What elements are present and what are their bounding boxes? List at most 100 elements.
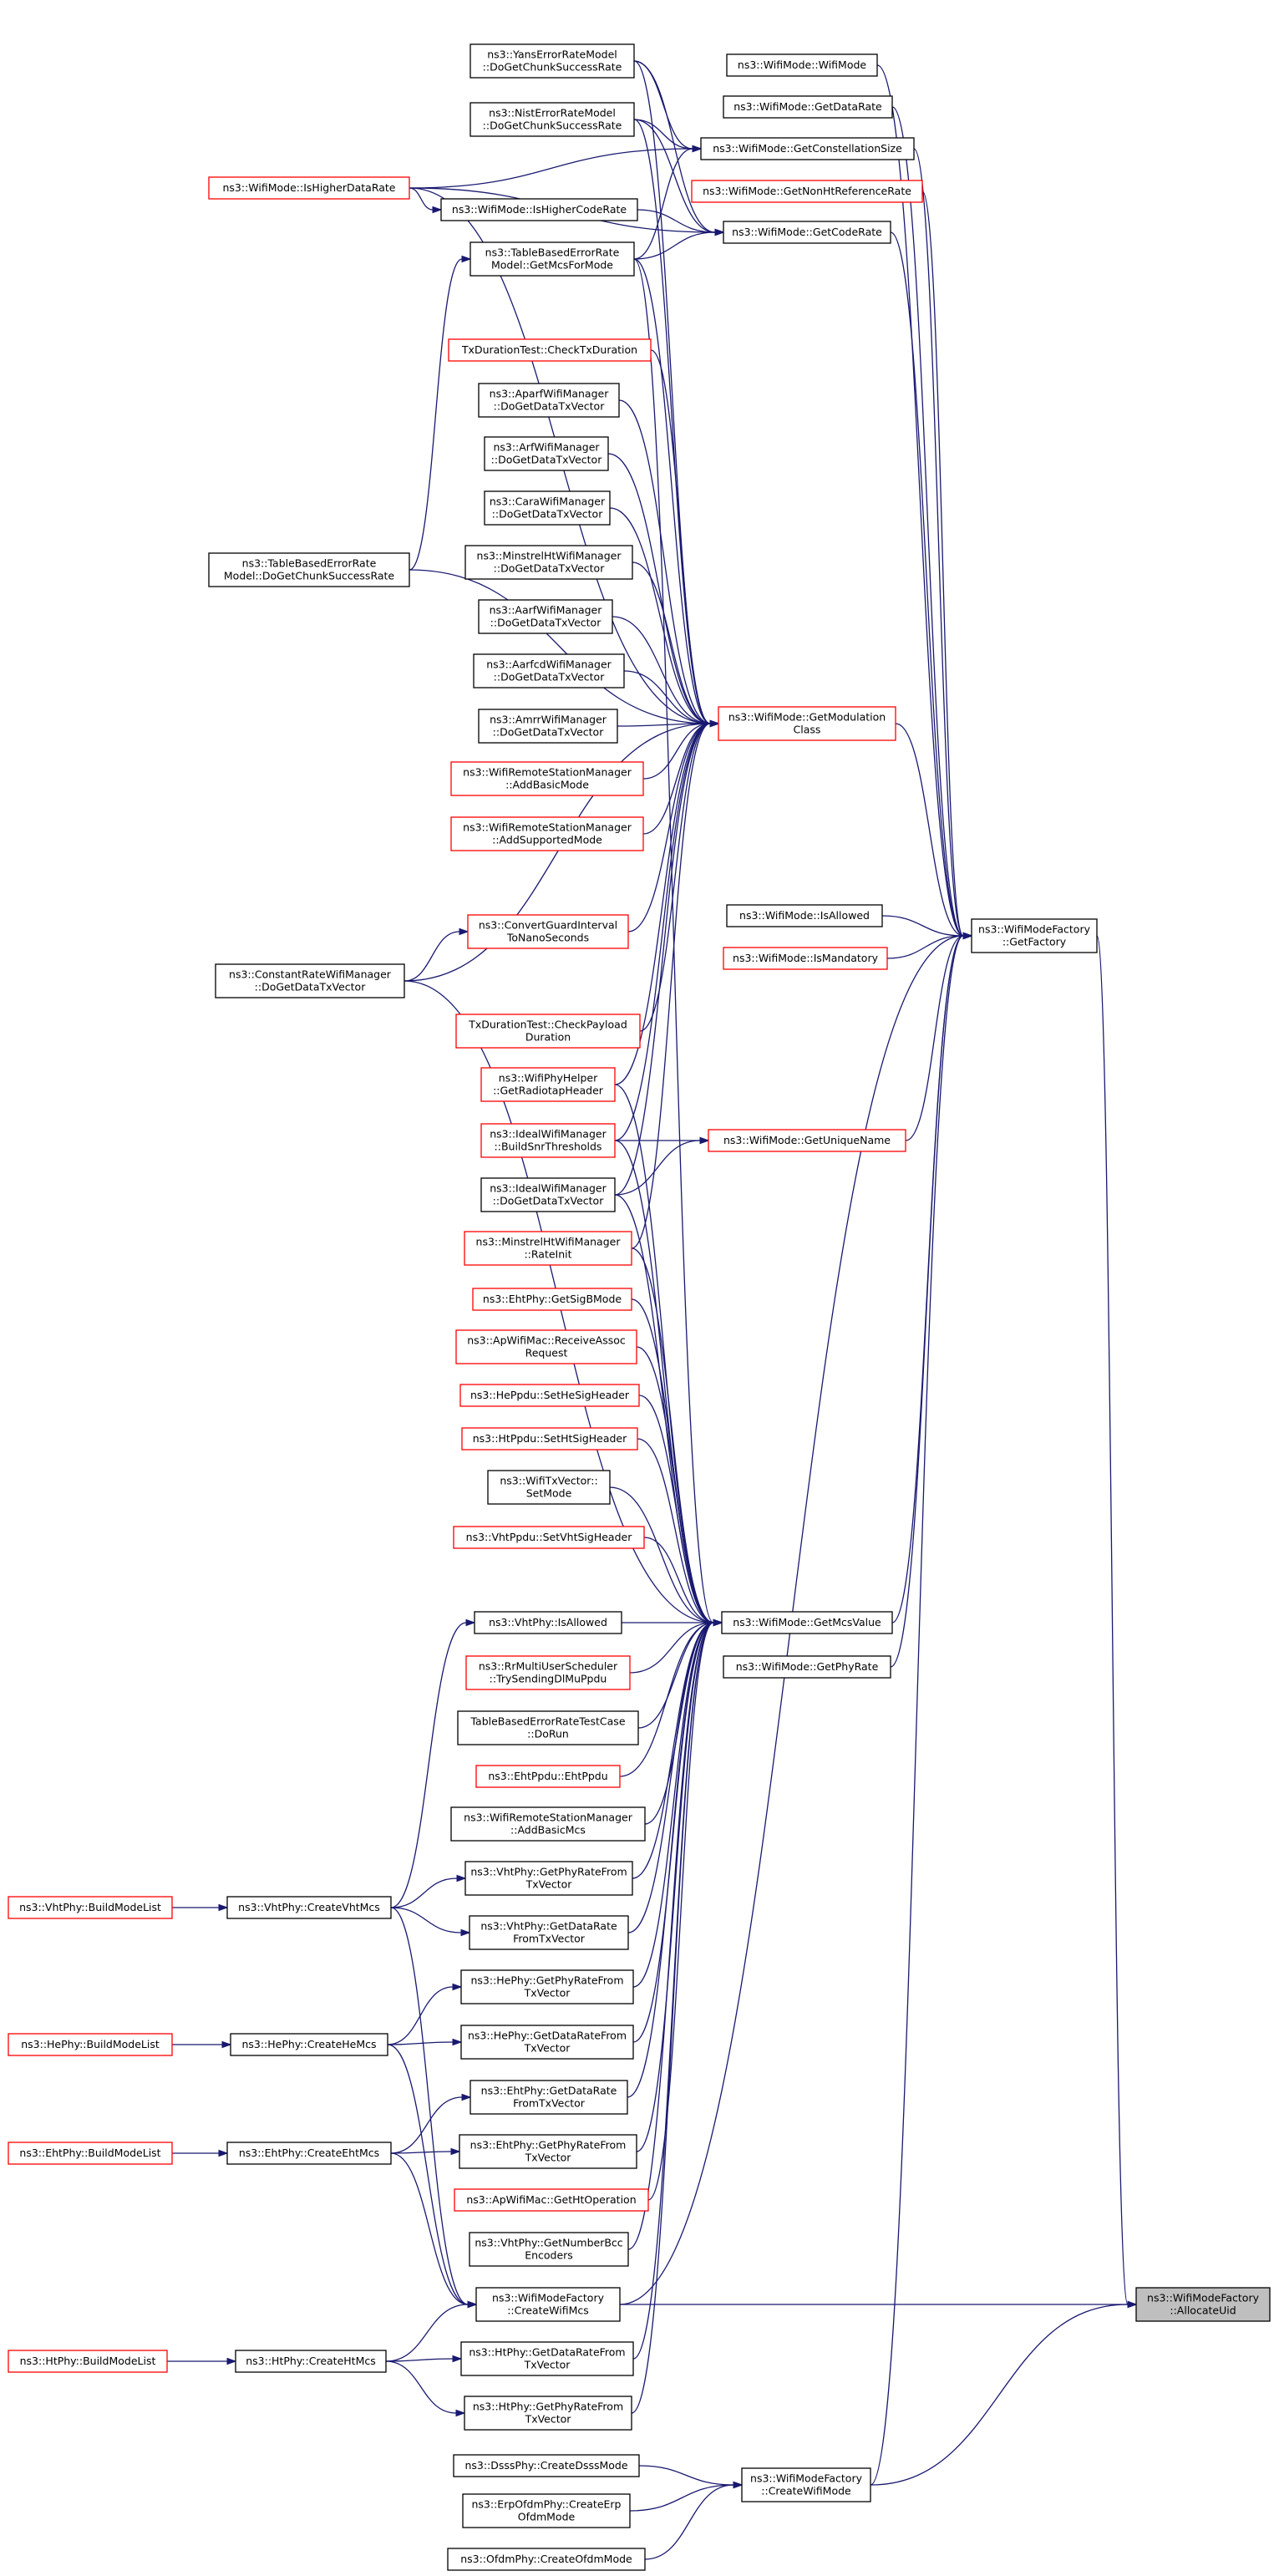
node-label: ::GetRadiotapHeader [493,1085,604,1097]
graph-node-addbasicmode[interactable]: ns3::WifiRemoteStationManager::AddBasicM… [450,761,644,796]
call-edge [632,1618,723,2043]
graph-node-constantrate[interactable]: ns3::ConstantRateWifiManager::DoGetDataT… [215,963,405,998]
graph-node-radiotap[interactable]: ns3::WifiPhyHelper::GetRadiotapHeader [480,1067,616,1102]
graph-node-isallowed[interactable]: ns3::WifiMode::IsAllowed [726,904,883,927]
graph-node-tbtest[interactable]: TableBasedErrorRateTestCase::DoRun [457,1710,639,1745]
call-edge [167,2357,237,2365]
graph-node-apht[interactable]: ns3::ApWifiMac::GetHtOperation [454,2188,649,2212]
node-label: ns3::WifiMode::IsHigherDataRate [223,181,396,194]
graph-node-ofdm[interactable]: ns3::OfdmPhy::CreateOfdmMode [447,2548,646,2571]
graph-node-arf[interactable]: ns3::ArfWifiManager::DoGetDataTxVector [484,436,609,471]
graph-node-vhtisallowed[interactable]: ns3::VhtPhy::IsAllowed [474,1611,622,1634]
graph-node-getphyrate[interactable]: ns3::WifiMode::GetPhyRate [723,1655,891,1679]
node-label: ns3::MinstrelHtWifiManager [476,1236,622,1248]
graph-node-addsupportedmode[interactable]: ns3::WifiRemoteStationManager::AddSuppor… [450,816,644,851]
node-label: ::AddBasicMode [505,779,589,791]
call-edge [390,2152,478,2309]
node-label: ns3::WifiMode::GetNonHtReferenceRate [703,185,911,197]
node-label: ns3::EhtPhy::GetSigBMode [483,1293,622,1305]
graph-node-getdatarate[interactable]: ns3::WifiMode::GetDataRate [723,95,893,119]
node-label: TableBasedErrorRateTestCase [470,1715,625,1728]
call-edge [619,1618,723,1777]
graph-node-hesig[interactable]: ns3::HePpdu::SetHeSigHeader [459,1384,640,1407]
node-label: TxVector [525,2413,572,2426]
graph-node-hebuild[interactable]: ns3::HePhy::BuildModeList [8,2033,173,2056]
graph-node-createwifimcs[interactable]: ns3::WifiModeFactory::CreateWifiMcs [475,2287,621,2322]
graph-node-minstrelht[interactable]: ns3::MinstrelHtWifiManager::DoGetDataTxV… [464,545,633,580]
graph-node-getuniquename[interactable]: ns3::WifiMode::GetUniqueName [708,1129,906,1152]
graph-node-idealsnr[interactable]: ns3::IdealWifiManager::BuildSnrThreshold… [480,1123,616,1158]
graph-node-aarf[interactable]: ns3::AarfWifiManager::DoGetDataTxVector [478,599,613,634]
graph-node-vhtbuild[interactable]: ns3::VhtPhy::BuildModeList [8,1896,173,1919]
graph-node-ehtcreate[interactable]: ns3::EhtPhy::CreateEhtMcs [226,2142,392,2165]
call-edge [633,258,723,1627]
graph-node-idealtx[interactable]: ns3::IdealWifiManager::DoGetDataTxVector [480,1177,616,1212]
graph-node-getmcsvalue[interactable]: ns3::WifiMode::GetMcsValue [721,1611,893,1634]
call-edge [638,2465,744,2489]
graph-node-tbchunk[interactable]: ns3::TableBasedErrorRateModel::DoGetChun… [208,552,410,587]
graph-node-txvsetmode[interactable]: ns3::WifiTxVector::SetMode [487,1470,611,1505]
node-label: ns3::WifiMode::GetPhyRate [736,1660,879,1673]
graph-node-ishigherdatarate[interactable]: ns3::WifiMode::IsHigherDataRate [208,176,410,200]
node-label: ::DoRun [527,1728,569,1740]
graph-node-getfactory[interactable]: ns3::WifiModeFactory::GetFactory [971,918,1098,953]
call-edge [620,2300,1138,2309]
node-label: ns3::OfdmPhy::CreateOfdmMode [460,2553,632,2565]
node-label: FromTxVector [513,2097,586,2110]
node-label: ::AllocateUid [1170,2304,1236,2317]
graph-node-ehtsigb[interactable]: ns3::EhtPhy::GetSigBMode [472,1288,632,1311]
node-label: ns3::VhtPpdu::SetVhtSigHeader [466,1531,633,1543]
graph-node-rrmulti[interactable]: ns3::RrMultiUserScheduler::TrySendingDlM… [465,1655,631,1690]
graph-node-getcoderate[interactable]: ns3::WifiMode::GetCodeRate [723,221,891,244]
graph-node-minstrelinit[interactable]: ns3::MinstrelHtWifiManager::RateInit [464,1231,632,1266]
graph-node-tbgetmcsformode[interactable]: ns3::TableBasedErrorRateModel::GetMcsFor… [470,241,635,277]
graph-node-getnonht[interactable]: ns3::WifiMode::GetNonHtReferenceRate [691,180,923,203]
graph-node-htsig[interactable]: ns3::HtPpdu::SetHtSigHeader [461,1427,638,1451]
call-edge [172,1903,229,1912]
graph-node-ehtppdu[interactable]: ns3::EhtPpdu::EhtPpdu [475,1765,621,1788]
node-label: ns3::HePhy::GetDataRateFrom [468,2030,627,2042]
graph-node-ishighercoderate[interactable]: ns3::WifiMode::IsHigherCodeRate [440,198,638,221]
graph-node-getconst[interactable]: ns3::WifiMode::GetConstellationSize [700,137,915,160]
graph-node-ismandatory[interactable]: ns3::WifiMode::IsMandatory [723,947,888,970]
node-label: ns3::WifiModeFactory [750,2472,863,2485]
graph-node-createwifimode[interactable]: ns3::WifiModeFactory::CreateWifiMode [741,2467,871,2502]
call-edge [644,2481,744,2560]
graph-node-dsss[interactable]: ns3::DsssPhy::CreateDsssMode [453,2454,640,2477]
graph-node-htcreate[interactable]: ns3::HtPhy::CreateHtMcs [235,2350,387,2373]
graph-node-wifimode[interactable]: ns3::WifiMode::WifiMode [726,53,878,77]
graph-node-yans[interactable]: ns3::YansErrorRateModel::DoGetChunkSucce… [470,43,635,79]
graph-node-ehtbuild[interactable]: ns3::EhtPhy::BuildModeList [8,2142,173,2165]
graph-node-aparf[interactable]: ns3::AparfWifiManager::DoGetDataTxVector [478,383,620,418]
graph-node-htbuild[interactable]: ns3::HtPhy::BuildModeList [8,2350,168,2373]
graph-node-txdurcheck[interactable]: TxDurationTest::CheckTxDuration [448,338,652,362]
graph-node-cara[interactable]: ns3::CaraWifiManager::DoGetDataTxVector [484,490,611,526]
graph-node-amrr[interactable]: ns3::AmrrWifiManager::DoGetDataTxVector [478,709,618,744]
graph-node-vhtsig[interactable]: ns3::VhtPpdu::SetVhtSigHeader [453,1526,645,1549]
graph-node-vhtcreate[interactable]: ns3::VhtPhy::CreateVhtMcs [226,1896,392,1919]
graph-node-hecreate[interactable]: ns3::HePhy::CreateHeMcs [230,2033,388,2056]
node-label: ns3::RrMultiUserScheduler [479,1660,618,1673]
node-label: TxDurationTest::CheckPayload [468,1019,627,1031]
graph-node-addbasicmcs[interactable]: ns3::WifiRemoteStationManager::AddBasicM… [450,1806,646,1842]
graph-node-aarfcd[interactable]: ns3::AarfcdWifiManager::DoGetDataTxVecto… [473,653,625,688]
call-edge [627,1618,723,2250]
graph-node-nist[interactable]: ns3::NistErrorRateModel::DoGetChunkSucce… [470,102,635,137]
node-label: SetMode [526,1487,572,1500]
node-label: ::DoGetDataTxVector [493,1195,605,1207]
call-edge [385,2355,463,2363]
